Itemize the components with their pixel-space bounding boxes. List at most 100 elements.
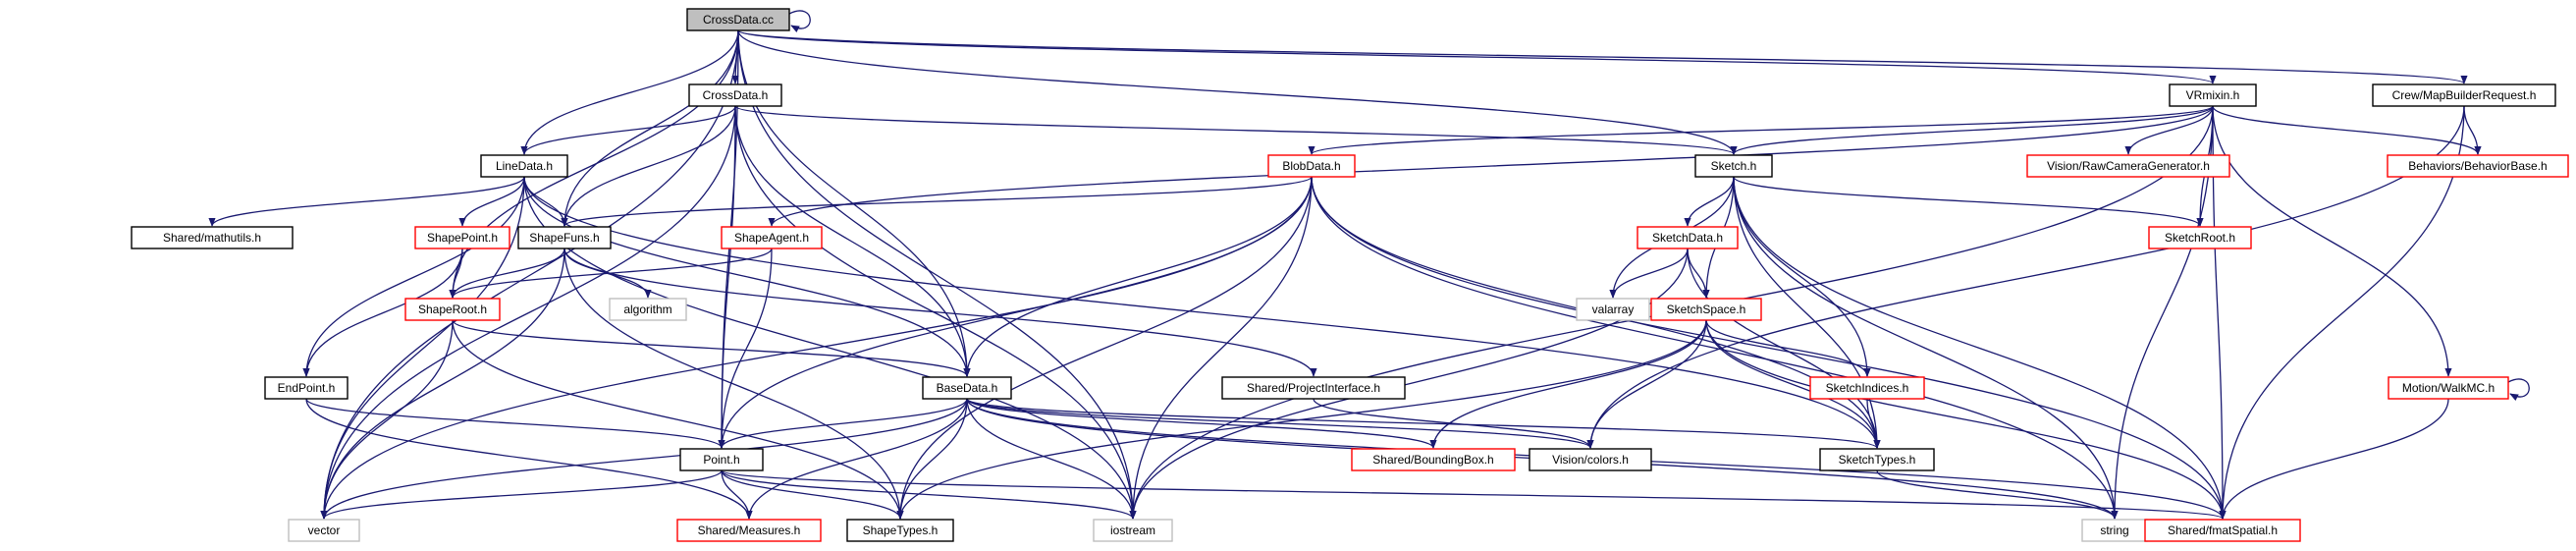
node-box bbox=[131, 226, 294, 249]
node-valarray[interactable]: valarray bbox=[1576, 298, 1650, 321]
node-box bbox=[480, 154, 568, 178]
node-box bbox=[2026, 154, 2230, 178]
edge-sketchdata_h-to-valarray bbox=[1609, 248, 1689, 299]
node-fmatspatial-h[interactable]: Shared/fmatSpatial.h bbox=[2144, 519, 2301, 542]
edge-basedata_h-to-measures_h bbox=[745, 398, 968, 520]
edge-vrmixin_h-to-behaviorbase_h bbox=[2212, 105, 2482, 155]
edge-blobdata_h-to-basedata_h bbox=[963, 176, 1313, 377]
node-measures-h[interactable]: Shared/Measures.h bbox=[676, 519, 822, 542]
node-label: Vision/RawCameraGenerator.h bbox=[2047, 159, 2210, 173]
node-linedata-h[interactable]: LineData.h bbox=[480, 154, 568, 178]
edge-sketch_h-to-sketchdata_h bbox=[1684, 176, 1735, 227]
node-label: SketchSpace.h bbox=[1667, 303, 1746, 316]
edge-crossdata_h-to-sketch_h bbox=[734, 105, 1738, 155]
node-layer: CrossData.ccCrossData.hLineData.hShared/… bbox=[131, 8, 2569, 542]
node-projectinterface-h[interactable]: Shared/ProjectInterface.h bbox=[1221, 376, 1406, 400]
edge-vrmixin_h-to-string bbox=[2111, 105, 2214, 520]
edge-mapbuilderrequest_h-to-fmatspatial_h bbox=[2219, 105, 2465, 520]
node-box bbox=[721, 226, 823, 249]
edge-basedata_h-to-boundingbox_h bbox=[966, 398, 1437, 449]
node-box bbox=[688, 83, 782, 107]
edge-shapefuns_h-to-shapetypes_h bbox=[564, 248, 904, 520]
node-box bbox=[846, 519, 954, 542]
node-blobdata-h[interactable]: BlobData.h bbox=[1267, 154, 1356, 178]
edge-mapbuilderrequest_h-to-behaviorbase_h bbox=[2463, 105, 2482, 155]
node-box bbox=[1576, 298, 1650, 321]
edge-blobdata_h-to-iostream bbox=[1129, 176, 1313, 520]
node-vector[interactable]: vector bbox=[288, 519, 360, 542]
edge-sketch_h-to-sketchroot_h bbox=[1733, 176, 2204, 227]
node-walkmc-h[interactable]: Motion/WalkMC.h bbox=[2388, 376, 2509, 400]
node-label: ShapeAgent.h bbox=[734, 231, 809, 245]
node-sketchindices-h[interactable]: SketchIndices.h bbox=[1809, 376, 1925, 400]
node-crossdata-h[interactable]: CrossData.h bbox=[688, 83, 782, 107]
edge-sketchspace_h-to-sketchindices_h bbox=[1705, 319, 1871, 377]
edge-blobdata_h-to-fmatspatial_h bbox=[1311, 176, 2227, 520]
node-sketchspace-h[interactable]: SketchSpace.h bbox=[1650, 298, 1762, 321]
node-label: iostream bbox=[1110, 523, 1155, 537]
node-shapetypes-h[interactable]: ShapeTypes.h bbox=[846, 519, 954, 542]
node-shaperoot-h[interactable]: ShapeRoot.h bbox=[404, 298, 501, 321]
edge-point_h-to-vector bbox=[320, 469, 723, 520]
node-box bbox=[517, 226, 612, 249]
node-rawcameragenerator-h[interactable]: Vision/RawCameraGenerator.h bbox=[2026, 154, 2230, 178]
node-sketch-h[interactable]: Sketch.h bbox=[1694, 154, 1773, 178]
node-box bbox=[2372, 83, 2556, 107]
node-shapeagent-h[interactable]: ShapeAgent.h bbox=[721, 226, 823, 249]
node-box bbox=[1267, 154, 1356, 178]
edge-crossdata_cc-to-mapbuilderrequest_h bbox=[737, 29, 2468, 84]
node-mapbuilderrequest-h[interactable]: Crew/MapBuilderRequest.h bbox=[2372, 83, 2556, 107]
node-label: Shared/Measures.h bbox=[698, 523, 801, 537]
node-point-h[interactable]: Point.h bbox=[679, 448, 764, 471]
edge-linedata_h-to-vector bbox=[320, 176, 525, 520]
edge-sketchindices_h-to-sketchtypes_h bbox=[1866, 398, 1881, 449]
edge-crossdata_h-to-basedata_h bbox=[734, 105, 971, 377]
edge-shapefuns_h-to-projectinterface_h bbox=[564, 248, 1317, 377]
node-algorithm[interactable]: algorithm bbox=[609, 298, 687, 321]
edge-vrmixin_h-to-rawcameragenerator_h bbox=[2124, 105, 2214, 155]
node-label: BlobData.h bbox=[1282, 159, 1340, 173]
node-vrmixin-h[interactable]: VRmixin.h bbox=[2169, 83, 2257, 107]
node-label: CrossData.h bbox=[703, 88, 769, 102]
node-label: vector bbox=[308, 523, 341, 537]
node-behaviorbase-h[interactable]: Behaviors/BehaviorBase.h bbox=[2387, 154, 2569, 178]
edge-crossdata_h-to-linedata_h bbox=[520, 105, 736, 155]
node-label: SketchData.h bbox=[1652, 231, 1723, 245]
node-crossdata-cc[interactable]: CrossData.cc bbox=[686, 8, 790, 31]
node-label: Point.h bbox=[703, 453, 739, 467]
node-shapefuns-h[interactable]: ShapeFuns.h bbox=[517, 226, 612, 249]
node-box bbox=[2148, 226, 2252, 249]
edge-sketchspace_h-to-shapetypes_h bbox=[896, 319, 1707, 520]
node-endpoint-h[interactable]: EndPoint.h bbox=[264, 376, 349, 400]
node-label: Shared/mathutils.h bbox=[163, 231, 261, 245]
edge-linedata_h-to-shapefuns_h bbox=[523, 176, 568, 227]
edge-crossdata_h-to-vector bbox=[320, 105, 736, 520]
edge-blobdata_h-to-shapetypes_h bbox=[896, 176, 1313, 520]
node-label: Sketch.h bbox=[1711, 159, 1757, 173]
node-box bbox=[1637, 226, 1739, 249]
node-box bbox=[264, 376, 349, 400]
edge-crossdata_cc-to-iostream bbox=[737, 29, 1137, 520]
edge-point_h-to-measures_h bbox=[721, 469, 753, 520]
edge-point_h-to-fmatspatial_h bbox=[721, 469, 2227, 520]
edge-basedata_h-to-iostream bbox=[966, 398, 1137, 520]
node-box bbox=[1809, 376, 1925, 400]
node-colors-h[interactable]: Vision/colors.h bbox=[1529, 448, 1652, 471]
edge-vrmixin_h-to-sketch_h bbox=[1730, 105, 2214, 155]
node-shapepoint-h[interactable]: ShapePoint.h bbox=[414, 226, 510, 249]
node-string[interactable]: string bbox=[2081, 519, 2148, 542]
node-box bbox=[922, 376, 1012, 400]
node-sketchdata-h[interactable]: SketchData.h bbox=[1637, 226, 1739, 249]
node-box bbox=[2387, 154, 2569, 178]
node-basedata-h[interactable]: BaseData.h bbox=[922, 376, 1012, 400]
node-boundingbox-h[interactable]: Shared/BoundingBox.h bbox=[1351, 448, 1516, 471]
node-label: BaseData.h bbox=[937, 381, 998, 395]
node-iostream[interactable]: iostream bbox=[1093, 519, 1173, 542]
node-sketchroot-h[interactable]: SketchRoot.h bbox=[2148, 226, 2252, 249]
node-mathutils-h[interactable]: Shared/mathutils.h bbox=[131, 226, 294, 249]
node-box bbox=[404, 298, 501, 321]
node-sketchtypes-h[interactable]: SketchTypes.h bbox=[1819, 448, 1935, 471]
node-box bbox=[2388, 376, 2509, 400]
node-box bbox=[1351, 448, 1516, 471]
